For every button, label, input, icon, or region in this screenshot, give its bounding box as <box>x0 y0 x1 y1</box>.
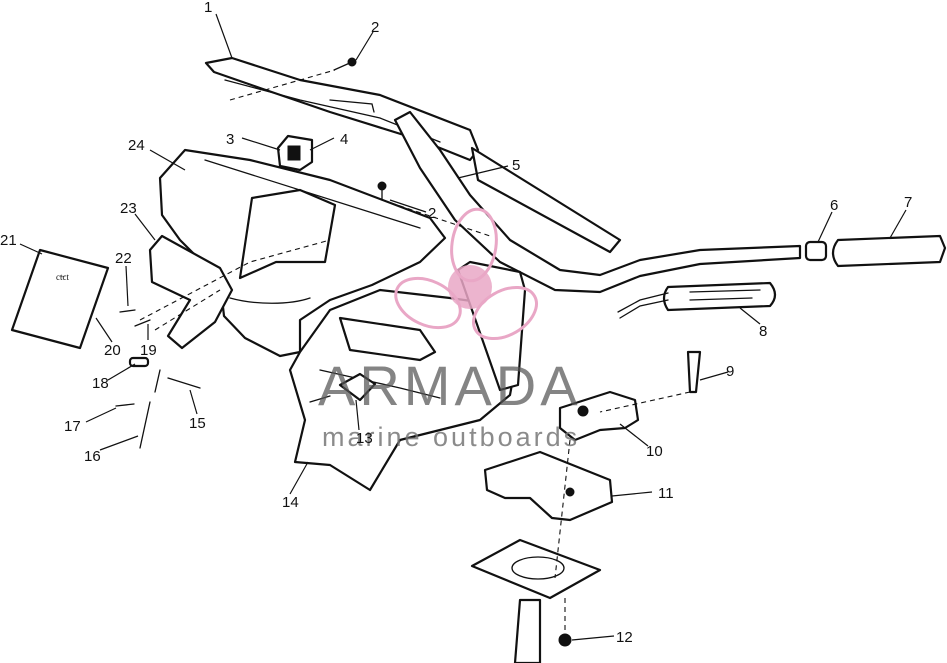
part-21-decal-plate: ct̶ct <box>10 248 110 350</box>
part-3-4-switch <box>276 134 314 172</box>
callout-4: 4 <box>340 131 348 148</box>
callout-6: 6 <box>830 197 838 214</box>
callout-20: 20 <box>104 342 121 359</box>
leader-lines <box>19 13 907 641</box>
part-9-bolt <box>686 350 702 394</box>
part-6-grip-collar <box>804 240 828 262</box>
callout-23: 23 <box>120 200 137 217</box>
assembly-lines <box>139 69 691 640</box>
callout-18: 18 <box>92 375 109 392</box>
callout-7: 7 <box>904 194 912 211</box>
steering-plate <box>470 538 602 600</box>
callout-16: 16 <box>84 448 101 465</box>
steering-column <box>513 598 542 663</box>
callout-2-mid: 2 <box>428 205 436 222</box>
part-23-bracket <box>148 234 234 350</box>
callout-11: 11 <box>658 485 674 502</box>
decal-label: ct̶ct <box>56 272 69 282</box>
callout-10: 10 <box>646 443 663 460</box>
part-24-console <box>158 148 447 358</box>
callout-22: 22 <box>115 250 132 267</box>
part-2-screws <box>333 57 387 201</box>
callout-13: 13 <box>356 430 373 447</box>
watermark-tagline: marine outboards <box>322 422 580 452</box>
watermark-logo-icon <box>394 207 538 341</box>
callout-2-top: 2 <box>371 19 379 36</box>
callout-15: 15 <box>189 415 206 432</box>
part-8-heated-grip <box>617 281 777 319</box>
callout-17: 17 <box>64 418 81 435</box>
callout-21: 21 <box>0 232 17 249</box>
callout-12: 12 <box>616 629 633 646</box>
callout-1: 1 <box>204 0 212 16</box>
watermark-brand: ARMADA <box>318 354 582 417</box>
part-14-lower-panel <box>288 288 522 492</box>
callout-3: 3 <box>226 131 234 148</box>
callout-labels: 1 2 3 4 24 5 2 23 21 22 6 7 19 20 8 18 9… <box>0 0 912 646</box>
part-7-grip <box>831 234 947 268</box>
callout-9: 9 <box>726 363 734 380</box>
callout-24: 24 <box>128 137 145 154</box>
callout-8: 8 <box>759 323 767 340</box>
part-11-lower-clamp <box>483 450 614 522</box>
callout-5: 5 <box>512 157 520 174</box>
callout-14: 14 <box>282 494 299 511</box>
part-13-plug <box>309 372 377 403</box>
small-hardware <box>115 309 201 449</box>
callout-19: 19 <box>140 342 157 359</box>
